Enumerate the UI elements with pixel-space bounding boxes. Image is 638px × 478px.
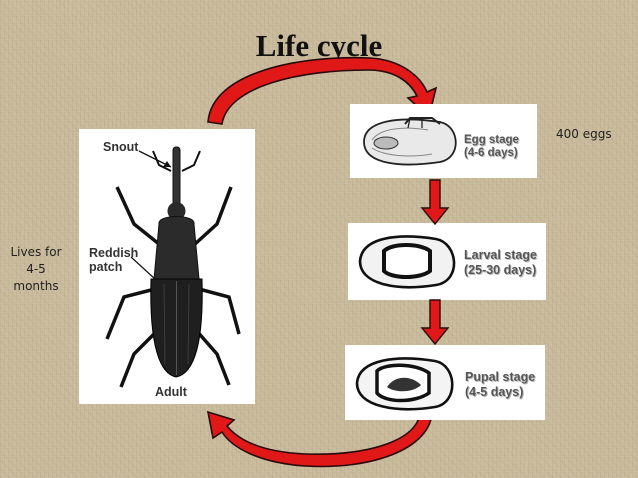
egg-stage-duration: (4-6 days) [464, 147, 518, 159]
egg-grain-illustration [363, 117, 457, 166]
adult-label: Adult [155, 385, 187, 399]
larval-stage-panel: Larval stage (25-30 days) [348, 223, 546, 300]
larval-stage-label: Larval stage (25-30 days) [464, 248, 537, 278]
lifespan-line1: Lives for [10, 245, 62, 259]
reddish-patch-line2: patch [89, 260, 123, 274]
arrow-larva-to-pupa [420, 299, 450, 346]
larval-stage-name: Larval stage [464, 248, 537, 262]
weevil-illustration [105, 146, 241, 388]
reddish-patch-line1: Reddish [89, 246, 139, 260]
egg-stage-panel: Egg stage (4-6 days) [350, 104, 537, 178]
egg-stage-name: Egg stage [464, 134, 519, 146]
arrow-egg-to-larva [420, 179, 450, 226]
lifespan-line2: 4-5 [26, 262, 46, 276]
snout-label: Snout [103, 140, 139, 154]
pupal-stage-duration: (4-5 days) [465, 385, 524, 399]
lifespan-line3: months [13, 279, 59, 293]
adult-weevil-panel: Snout Reddish patch Adult [79, 129, 255, 404]
lifespan-note: Lives for 4-5 months [6, 244, 66, 295]
larva-grain-illustration [358, 235, 456, 289]
pupa-grain-illustration [355, 357, 454, 411]
pupal-stage-name: Pupal stage [465, 370, 536, 384]
pupal-stage-panel: Pupal stage (4-5 days) [345, 345, 545, 420]
eggs-count-note: 400 eggs [556, 127, 612, 141]
pupal-stage-label: Pupal stage (4-5 days) [465, 370, 535, 400]
egg-stage-label: Egg stage (4-6 days) [464, 134, 519, 160]
larval-stage-duration: (25-30 days) [464, 263, 537, 277]
reddish-patch-label: Reddish patch [89, 246, 138, 274]
